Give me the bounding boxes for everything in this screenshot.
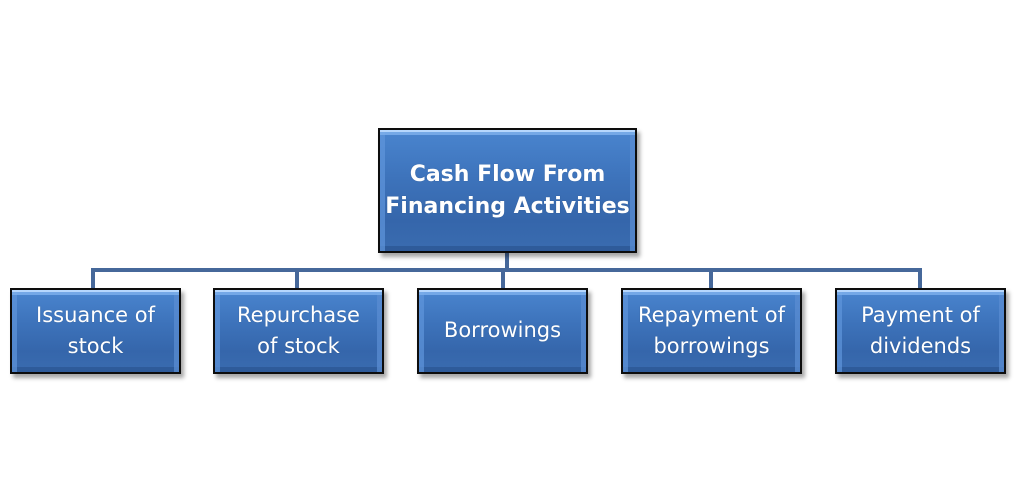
child-node-label: Borrowings [440, 315, 565, 347]
root-node-label-line2: Financing Activities [385, 193, 630, 219]
child-node-label: Payment of dividends [857, 300, 984, 363]
child-node-repayment-of-borrowings: Repayment of borrowings [621, 288, 802, 374]
child-node-payment-of-dividends: Payment of dividends [835, 288, 1006, 374]
child-node-label-line2: stock [67, 334, 124, 358]
child-node-label-line1: Issuance of [36, 302, 155, 327]
child-node-label: Repayment of borrowings [634, 300, 789, 363]
root-node-cash-flow-financing: Cash Flow From Financing Activities [378, 128, 637, 253]
child-node-label-line2: dividends [869, 334, 972, 358]
child-node-borrowings: Borrowings [417, 288, 588, 374]
child-node-label: Repurchase of stock [233, 300, 364, 363]
child-node-label-line1: Borrowings [443, 318, 562, 343]
child-node-issuance-of-stock: Issuance of stock [10, 288, 181, 374]
child-node-label-line1: Repayment of [637, 302, 786, 327]
child-node-label: Issuance of stock [32, 300, 159, 363]
child-node-label-line1: Repurchase [237, 302, 360, 327]
child-node-label-line1: Payment of [861, 302, 980, 327]
child-node-label-line2: borrowings [653, 334, 770, 358]
root-node-label: Cash Flow From Financing Activities [381, 159, 633, 223]
root-node-label-line1: Cash Flow From [409, 161, 606, 187]
child-node-label-line2: of stock [257, 334, 340, 358]
child-node-repurchase-of-stock: Repurchase of stock [213, 288, 384, 374]
